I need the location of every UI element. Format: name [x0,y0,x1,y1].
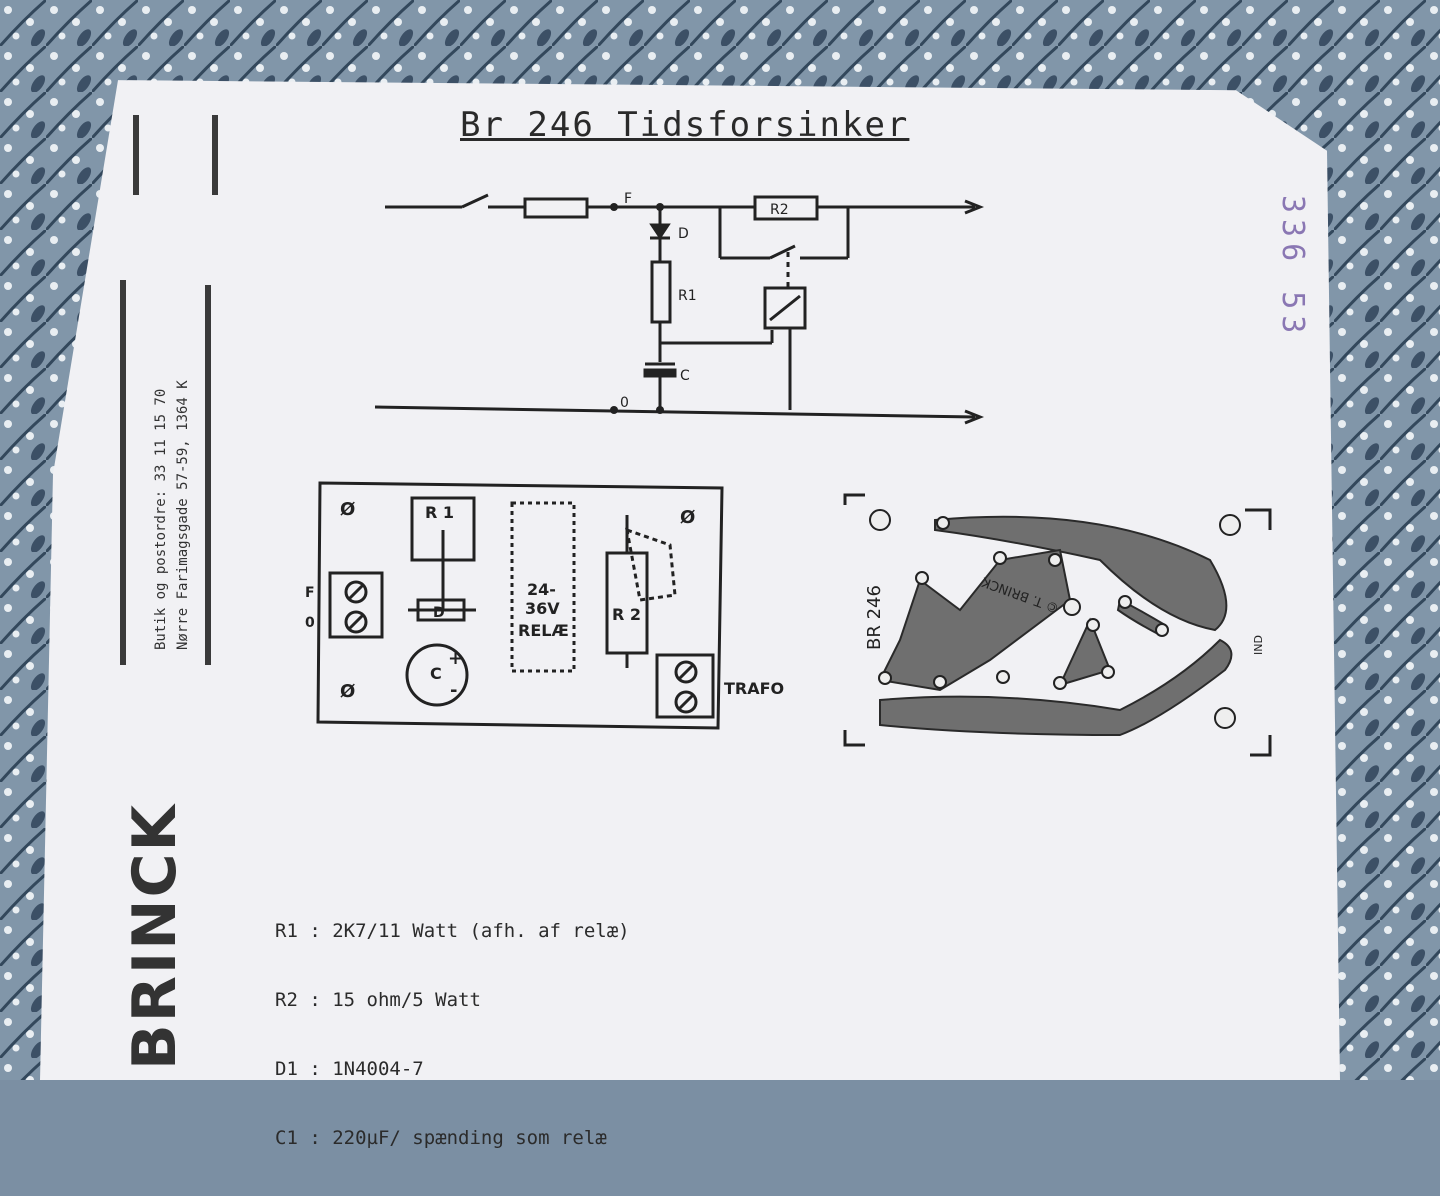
diode-label: D [678,226,689,242]
parts-list: R1 : 2K7/11 Watt (afh. af relæ) R2 : 15 … [275,874,875,1196]
pcb-board-label: BR 246 [864,585,885,650]
layout-diode-label: D [433,605,445,621]
relay-label-line2: 36V [525,599,560,618]
margin-bar [205,285,211,665]
layout-capacitor-label: C [430,664,442,683]
document-title: Br 246 Tidsforsinker [460,105,910,145]
terminal-0-label: 0 [305,615,315,631]
relay-label-line1: 24- [527,580,556,599]
paper-sheet: Br 246 Tidsforsinker 336 53 Butik og pos… [40,80,1340,1149]
trafo-label: TRAFO [724,679,784,698]
margin-bar [212,115,218,195]
mount-hole-label: Ø [340,681,355,702]
margin-bar [133,115,139,195]
component-layout: R 1 D C + - 24- 36V RELÆ R 2 Ø Ø Ø F 0 T… [305,481,784,730]
circuit-schematic: F 0 D R1 R2 C [374,191,985,425]
pcb-input-label: IND [1252,635,1265,655]
parts-list-item: R2 : 15 ohm/5 Watt [275,989,481,1011]
pcb-foil-pattern: BR 246 © T. BRINCK IND [843,493,1272,757]
capacitor-minus-label: - [450,680,457,701]
stamp-number: 336 53 [1275,195,1310,340]
parts-list-item: C1 : 220µF/ spænding som relæ [275,1127,607,1149]
parts-list-item: D1 : 1N4004-7 [275,1058,424,1080]
relay-label-line3: RELÆ [518,621,569,640]
capacitor-label: C [680,368,690,384]
capacitor-plus-label: + [448,648,463,669]
mount-hole-label: Ø [340,499,355,520]
layout-r1-label: R 1 [425,503,454,522]
node-f-label: F [624,191,632,207]
r1-label: R1 [678,288,697,304]
terminal-f-label: F [305,585,315,601]
r2-label: R2 [770,202,789,218]
node-0-label: 0 [620,395,629,411]
margin-bar [120,280,126,665]
layout-r2-label: R 2 [612,605,641,624]
mount-hole-label: Ø [680,507,695,528]
parts-list-item: R1 : 2K7/11 Watt (afh. af relæ) [275,920,630,942]
